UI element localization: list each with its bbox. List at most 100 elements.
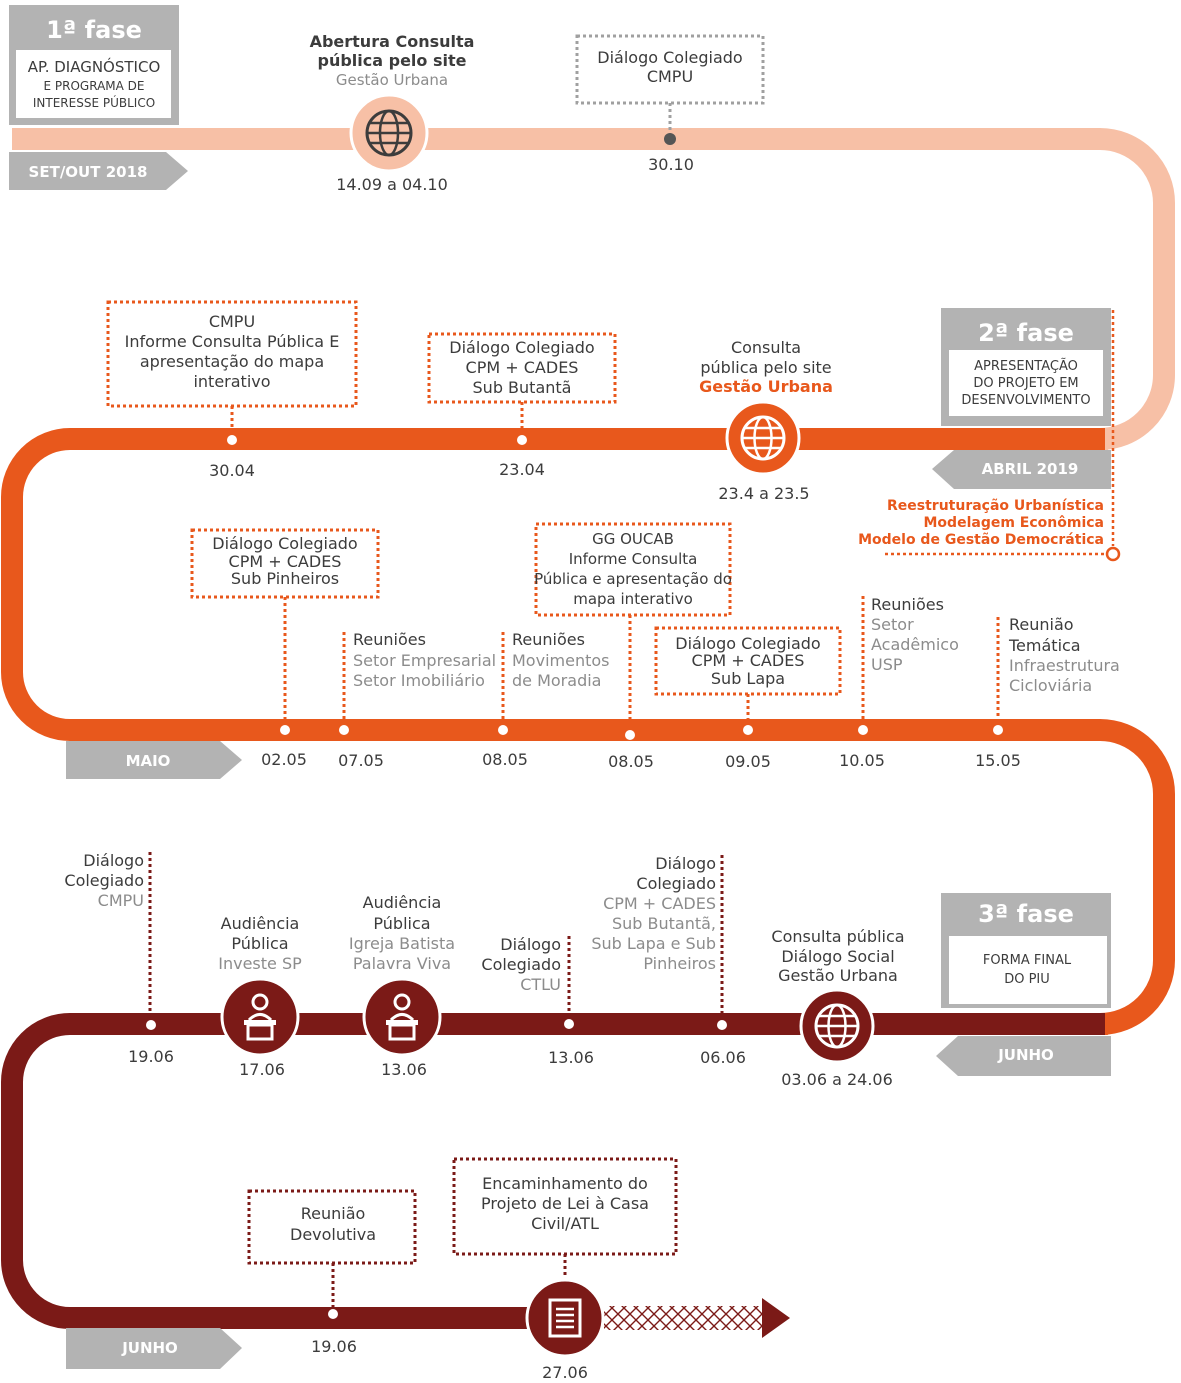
- phase3-month: JUNHO: [997, 1046, 1054, 1064]
- event-label: Consulta pública: [771, 927, 904, 946]
- event-box: [575, 34, 765, 105]
- event-label: Informe Consulta Pública E: [125, 332, 340, 351]
- event-label: mapa interativo: [573, 590, 693, 608]
- event-dot: [227, 435, 237, 445]
- event-box: [427, 332, 617, 404]
- event-label: CMPU: [98, 891, 144, 910]
- event-date: 03.06 a 24.06: [781, 1070, 893, 1089]
- event-date: 17.06: [239, 1060, 285, 1079]
- phase2-sub3: DESENVOLVIMENTO: [961, 393, 1090, 408]
- event-label: Infraestrutura: [1009, 656, 1120, 675]
- phase3-sub2: DO PIU: [1004, 972, 1050, 987]
- event-label: Diálogo Colegiado: [597, 48, 742, 67]
- phase1-sub2: E PROGRAMA DE: [44, 79, 145, 93]
- event-label: apresentação do mapa: [140, 352, 324, 371]
- event-label: Setor Imobiliário: [353, 671, 485, 690]
- phase3-track: [1, 1013, 1105, 1329]
- event-label: Devolutiva: [290, 1225, 376, 1244]
- event-label: CPM + CADES: [603, 894, 716, 913]
- phase1-sub1: AP. DIAGNÓSTICO: [28, 57, 161, 76]
- event-label: Pinheiros: [643, 954, 716, 973]
- event-label: Civil/ATL: [531, 1214, 599, 1233]
- event-date: 09.05: [725, 752, 771, 771]
- phase2-card-inner: [949, 350, 1103, 416]
- event-date: 13.06: [548, 1048, 594, 1067]
- phase1-sub3: INTERESSE PÚBLICO: [33, 95, 155, 110]
- hatched-arrow-shaft: [604, 1306, 762, 1330]
- event-label: CTLU: [520, 975, 561, 994]
- phase2-sub1: APRESENTAÇÃO: [974, 358, 1078, 374]
- event-date: 19.06: [128, 1047, 174, 1066]
- event-label: Diálogo Social: [781, 947, 894, 966]
- event-label: Investe SP: [218, 954, 302, 973]
- event-label: de Moradia: [512, 671, 601, 690]
- event-date: 14.09 a 04.10: [336, 175, 448, 194]
- phase2-sub2: DO PROJETO EM: [973, 376, 1078, 391]
- event-label: Informe Consulta: [569, 550, 698, 568]
- phase1-card-inner: [16, 50, 171, 118]
- event-dot: [498, 725, 508, 735]
- final-month: JUNHO: [121, 1339, 178, 1357]
- event-label: Reuniões: [871, 595, 944, 614]
- event-label: Reunião: [1009, 615, 1074, 634]
- final-month-tag: [66, 1328, 242, 1369]
- phase1-track: [12, 128, 1175, 450]
- event-label: Sub Lapa e Sub: [591, 934, 716, 953]
- event-label: Colegiado: [64, 871, 144, 890]
- event-label: Diálogo: [83, 851, 144, 870]
- event-label: Pública e apresentação do: [534, 570, 732, 588]
- event-label: Gestão Urbana: [778, 966, 898, 985]
- event-date: 15.05: [975, 751, 1021, 770]
- phase2-track: [1, 428, 1175, 1035]
- event-box: [190, 528, 380, 599]
- phase2-month-tag: [932, 450, 1111, 489]
- event-date: 30.10: [648, 155, 694, 174]
- phase3-card-inner: [949, 936, 1107, 1004]
- phase3-sub1: FORMA FINAL: [983, 953, 1072, 968]
- event-label: Setor: [871, 615, 914, 634]
- event-label: CPM + CADES: [692, 651, 805, 670]
- event-date: 23.04: [499, 460, 545, 479]
- event-label: Reuniões: [512, 630, 585, 649]
- event-date: 13.06: [381, 1060, 427, 1079]
- event-label: Colegiado: [481, 955, 561, 974]
- phase2-note: Modelagem Econômica: [924, 515, 1105, 531]
- event-label: Diálogo: [655, 854, 716, 873]
- event-label: USP: [871, 655, 903, 674]
- event-label: CPM + CADES: [229, 552, 342, 571]
- phase2-title: 2ª fase: [978, 319, 1074, 347]
- event-label: Igreja Batista: [349, 934, 455, 953]
- phase1-month: SET/OUT 2018: [29, 163, 148, 181]
- phase3-month-tag: [936, 1036, 1111, 1076]
- event-date: 30.04: [209, 461, 255, 480]
- phase2-notes-dot: [1105, 546, 1121, 562]
- event-label: Encaminhamento do: [482, 1174, 648, 1193]
- event-label: Movimentos: [512, 651, 609, 670]
- arrow-head: [762, 1298, 790, 1338]
- event-label: Sub Lapa: [711, 669, 785, 688]
- event-label: Temática: [1008, 636, 1081, 655]
- event-label: Gestão Urbana: [336, 71, 448, 89]
- event-date: 23.4 a 23.5: [718, 484, 809, 503]
- phase2-note: Modelo de Gestão Democrática: [858, 532, 1104, 548]
- event-label: CMPU: [647, 67, 693, 86]
- event-label: Reunião: [301, 1204, 366, 1223]
- event-dot: [328, 1309, 338, 1319]
- event-label: Consulta: [731, 338, 801, 357]
- event-label: Abertura Consulta: [310, 32, 475, 51]
- event-dot: [717, 1020, 727, 1030]
- event-label: Setor Empresarial: [353, 651, 496, 670]
- event-label: Pública: [373, 914, 430, 933]
- event-date: 07.05: [338, 751, 384, 770]
- event-date: 27.06: [542, 1363, 588, 1382]
- event-label: Colegiado: [636, 874, 716, 893]
- event-label: Diálogo: [500, 935, 561, 954]
- event-label: Projeto de Lei à Casa: [481, 1194, 649, 1213]
- event-dot: [625, 730, 635, 740]
- event-label: pública pelo site: [700, 358, 831, 377]
- phase1-title: 1ª fase: [46, 16, 142, 44]
- event-label: Diálogo Colegiado: [449, 338, 594, 357]
- event-label: Reuniões: [353, 630, 426, 649]
- maio-month: MAIO: [126, 752, 171, 770]
